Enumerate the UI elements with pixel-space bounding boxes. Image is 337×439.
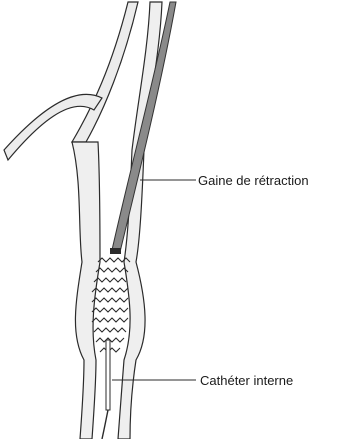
side-branch-vessel xyxy=(4,2,138,160)
inner-catheter-label: Cathéter interne xyxy=(200,373,293,388)
sheath-tip xyxy=(110,248,121,254)
inner-catheter xyxy=(102,340,110,439)
sheath-label: Gaine de rétraction xyxy=(198,173,309,188)
